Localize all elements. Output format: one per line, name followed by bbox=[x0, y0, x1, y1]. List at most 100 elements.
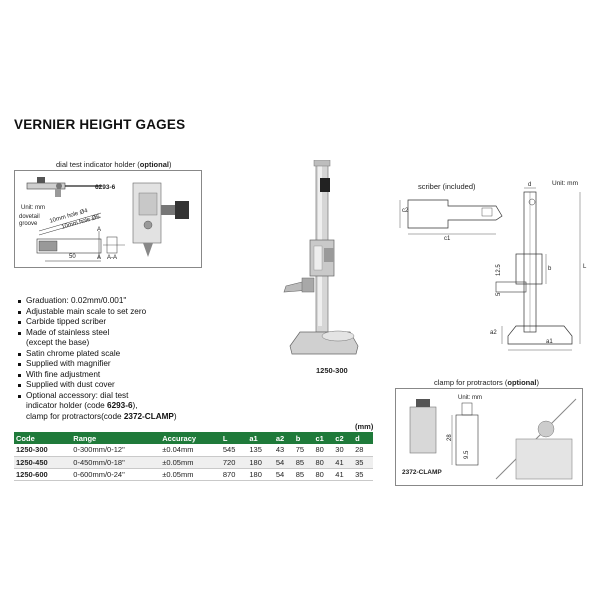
view-cap-screw bbox=[528, 198, 536, 206]
scriber-c1: c1 bbox=[444, 236, 451, 242]
cell-a1: 180 bbox=[247, 456, 274, 469]
holder-groove: groove bbox=[19, 221, 38, 227]
cell-L: 545 bbox=[220, 444, 248, 457]
holder-unit: Unit: mm bbox=[21, 205, 45, 211]
table-unit: (mm) bbox=[355, 422, 374, 431]
cell-a2: 43 bbox=[273, 444, 294, 457]
cell-c2: 41 bbox=[333, 456, 354, 469]
gage-magnifier bbox=[324, 248, 334, 262]
col-code: Code bbox=[14, 432, 72, 444]
cell-code: 1250-450 bbox=[14, 456, 72, 469]
scriber-outline bbox=[407, 199, 503, 229]
gage-fine-adjust bbox=[320, 178, 330, 192]
cell-b: 75 bbox=[293, 444, 314, 457]
page-title: VERNIER HEIGHT GAGES bbox=[14, 117, 186, 132]
holder-screw bbox=[56, 183, 62, 189]
table-row: 1250-300 0-300mm/0-12" ±0.04mm 545 135 4… bbox=[14, 444, 373, 457]
cell-c1: 80 bbox=[313, 468, 334, 481]
cell-range: 0-300mm/0-12" bbox=[71, 444, 161, 457]
cell-c1: 80 bbox=[313, 456, 334, 469]
scriber-c2: c2 bbox=[402, 208, 409, 214]
cell-c2: 41 bbox=[333, 468, 354, 481]
view-slider bbox=[515, 253, 543, 285]
scriber-L: L bbox=[583, 264, 587, 270]
clamp-drawing-slot bbox=[461, 402, 473, 416]
view-base bbox=[507, 325, 573, 345]
feature-item: Satin chrome plated scale bbox=[18, 349, 268, 360]
cell-a1: 135 bbox=[247, 444, 274, 457]
col-accuracy: Accuracy bbox=[160, 432, 221, 444]
cell-b: 85 bbox=[293, 468, 314, 481]
product-code: 1250-300 bbox=[316, 366, 348, 375]
scriber-b: b bbox=[548, 266, 552, 272]
cell-d: 35 bbox=[353, 456, 373, 469]
gage-cap bbox=[313, 160, 331, 167]
scriber-tip-box bbox=[481, 207, 493, 217]
scriber-dim-5: 5 bbox=[496, 292, 502, 296]
clamp-drawing bbox=[409, 398, 577, 480]
feature-item: (except the base) bbox=[26, 338, 90, 347]
feature-item: Graduation: 0.02mm/0.001" bbox=[18, 296, 268, 307]
feature-list: Graduation: 0.02mm/0.001" Adjustable mai… bbox=[18, 296, 268, 422]
clamp-caption: clamp for protractors (optional) bbox=[434, 378, 540, 387]
col-L: L bbox=[220, 432, 248, 444]
view-scriber bbox=[495, 281, 527, 293]
gage-scriber-clamp bbox=[301, 277, 315, 293]
clamp-dim-28-label: 28 bbox=[447, 434, 453, 441]
feature-item: Optional accessory: dial test bbox=[18, 391, 268, 402]
feature-item: Supplied with dust cover bbox=[18, 380, 268, 391]
feature-item: With fine adjustment bbox=[18, 370, 268, 381]
feature-item: Adjustable main scale to set zero bbox=[18, 307, 268, 318]
cell-code: 1250-600 bbox=[14, 468, 72, 481]
holder-sec-a2: A bbox=[97, 255, 102, 261]
cell-d: 35 bbox=[353, 468, 373, 481]
feature-item-cont: indicator holder (code 6293-6), bbox=[26, 401, 138, 410]
clamp-photo-body bbox=[409, 406, 437, 454]
holder-knob bbox=[37, 177, 45, 183]
cell-accuracy: ±0.04mm bbox=[160, 444, 221, 457]
cell-accuracy: ±0.05mm bbox=[160, 456, 221, 469]
indicator-screw bbox=[143, 220, 153, 230]
cell-a2: 54 bbox=[273, 456, 294, 469]
indicator-clamp bbox=[138, 192, 158, 216]
holder-clamp bbox=[55, 189, 61, 197]
holder-code: 6293-6 bbox=[95, 184, 116, 191]
cell-a2: 54 bbox=[273, 468, 294, 481]
clamp-code: 2372-CLAMP bbox=[402, 469, 442, 476]
cell-range: 0-600mm/0-24" bbox=[71, 468, 161, 481]
clamp-photo-screw bbox=[416, 399, 430, 407]
scriber-drawing bbox=[399, 187, 581, 351]
cell-b: 85 bbox=[293, 456, 314, 469]
cell-c2: 30 bbox=[333, 444, 354, 457]
clamp-box: Unit: mm 28 9.5 2372-CLAMP bbox=[395, 388, 583, 486]
cell-a1: 180 bbox=[247, 468, 274, 481]
indicator-tip bbox=[143, 243, 153, 257]
holder-caption: dial test indicator holder (optional) bbox=[56, 160, 172, 169]
holder-dovetail: dovetail bbox=[19, 214, 40, 220]
cell-range: 0-450mm/0-18" bbox=[71, 456, 161, 469]
cell-code: 1250-300 bbox=[14, 444, 72, 457]
scriber-d: d bbox=[528, 182, 532, 188]
holder-sec-aa: A-A bbox=[107, 255, 118, 261]
indicator-arm bbox=[161, 205, 175, 215]
col-range: Range bbox=[71, 432, 161, 444]
table-row: 1250-600 0-600mm/0-24" ±0.05mm 870 180 5… bbox=[14, 468, 373, 481]
col-a1: a1 bbox=[247, 432, 274, 444]
scriber-dim-12-5: 12.5 bbox=[496, 264, 502, 276]
cell-L: 720 bbox=[220, 456, 248, 469]
clamp-unit: Unit: mm bbox=[458, 395, 482, 401]
gage-vernier bbox=[313, 245, 323, 271]
scriber-unit: Unit: mm bbox=[552, 180, 578, 187]
table-row: 1250-450 0-450mm/0-18" ±0.05mm 720 180 5… bbox=[14, 456, 373, 469]
scriber-caption: scriber (included) bbox=[418, 182, 476, 191]
gage-base-top bbox=[321, 330, 355, 342]
holder-drawing bbox=[26, 177, 189, 262]
cell-c1: 80 bbox=[313, 444, 334, 457]
holder-box: 6293-6 Unit: mm dovetail groove 10mm hol… bbox=[14, 170, 202, 268]
cell-d: 28 bbox=[353, 444, 373, 457]
col-b: b bbox=[293, 432, 314, 444]
feature-item: Supplied with magnifier bbox=[18, 359, 268, 370]
clamp-protractor-dial bbox=[537, 420, 555, 438]
hole-line-2 bbox=[38, 216, 102, 236]
cell-L: 870 bbox=[220, 468, 248, 481]
